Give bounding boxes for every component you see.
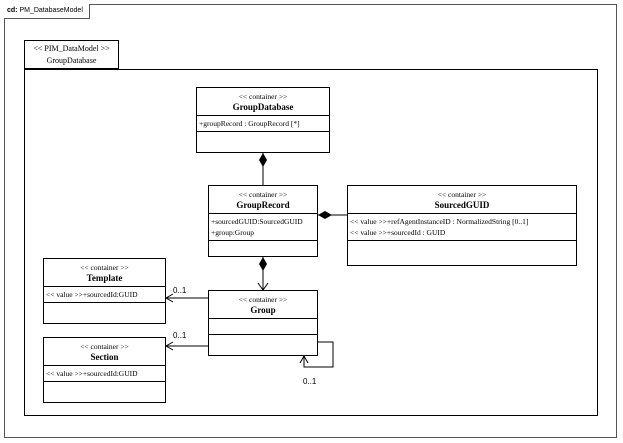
class-stereotype: << container >>	[238, 92, 288, 101]
class-stereotype: << container >>	[80, 342, 129, 351]
attribute: +group:Group	[211, 228, 254, 237]
composition-diamond-database	[259, 153, 267, 167]
arrowhead-section	[164, 341, 174, 351]
attribute: << value >>+sourcedId : GUID	[350, 228, 446, 237]
class-stereotype: << container >>	[437, 190, 487, 199]
class-attributes: << value >>+sourcedId:GUID	[44, 366, 165, 382]
class-header: << container >> GroupRecord	[209, 186, 317, 214]
class-attributes: << value >>+sourcedId:GUID	[44, 287, 165, 303]
composition-diamond-record	[318, 211, 332, 219]
class-operations	[197, 132, 329, 152]
class-template[interactable]: << container >> Template << value >>+sou…	[43, 258, 166, 324]
attribute: +groupRecord : GroupRecord [*]	[199, 119, 300, 128]
class-operations	[44, 303, 165, 323]
class-name: Group	[250, 305, 276, 315]
class-header: << container >> Section	[44, 338, 165, 366]
arrowhead-self	[299, 354, 309, 364]
frame-name: PM_DatabaseModel	[19, 7, 83, 14]
class-stereotype: << container >>	[238, 190, 288, 199]
class-header: << container >> GroupDatabase	[197, 88, 329, 116]
class-header: << container >> Group	[209, 291, 317, 319]
class-name: Template	[86, 273, 123, 283]
class-stereotype: << container >>	[238, 295, 288, 304]
class-operations	[209, 335, 317, 355]
class-group[interactable]: << container >> Group	[208, 290, 318, 356]
class-name: SourcedGUID	[434, 200, 490, 210]
multiplicity-template: 0..1	[173, 286, 187, 295]
class-sourced-guid[interactable]: << container >> SourcedGUID << value >>+…	[347, 185, 577, 266]
class-attributes: << value >>+refAgentInstanceID : Normali…	[348, 214, 576, 241]
class-name: GroupDatabase	[232, 102, 294, 112]
class-operations	[348, 241, 576, 265]
class-header: << container >> Template	[44, 259, 165, 287]
class-header: << container >> SourcedGUID	[348, 186, 576, 214]
package-name: GroupDatabase	[46, 56, 97, 65]
class-group-record[interactable]: << container >> GroupRecord +sourcedGUID…	[208, 185, 318, 257]
attribute: << value >>+sourcedId:GUID	[46, 369, 138, 378]
arrowhead-template	[164, 293, 174, 303]
package-tab[interactable]: << PIM_DataModel >> GroupDatabase	[24, 40, 119, 69]
composition-diamond-record-group	[259, 257, 267, 271]
package-stereotype: << PIM_DataModel >>	[33, 44, 110, 53]
class-section[interactable]: << container >> Section << value >>+sour…	[43, 337, 166, 403]
diagram-frame	[4, 4, 617, 438]
attribute: << value >>+refAgentInstanceID : Normali…	[350, 217, 529, 226]
class-name: GroupRecord	[236, 200, 290, 210]
frame-kind: cd:	[7, 7, 18, 14]
attribute: << value >>+sourcedId:GUID	[46, 290, 138, 299]
class-name: Section	[90, 352, 119, 362]
class-attributes: +groupRecord : GroupRecord [*]	[197, 116, 329, 132]
multiplicity-self: 0..1	[303, 377, 317, 386]
class-operations	[209, 241, 317, 256]
diagram-frame-tab: cd: PM_DatabaseModel	[4, 4, 90, 19]
class-stereotype: << container >>	[80, 263, 129, 272]
self-association-line	[303, 341, 334, 368]
class-attributes	[209, 319, 317, 335]
multiplicity-section: 0..1	[173, 331, 187, 340]
class-operations	[44, 382, 165, 402]
attribute: +sourcedGUID:SourcedGUID	[211, 217, 303, 226]
class-attributes: +sourcedGUID:SourcedGUID +group:Group	[209, 214, 317, 241]
class-group-database[interactable]: << container >> GroupDatabase +groupReco…	[196, 87, 330, 153]
